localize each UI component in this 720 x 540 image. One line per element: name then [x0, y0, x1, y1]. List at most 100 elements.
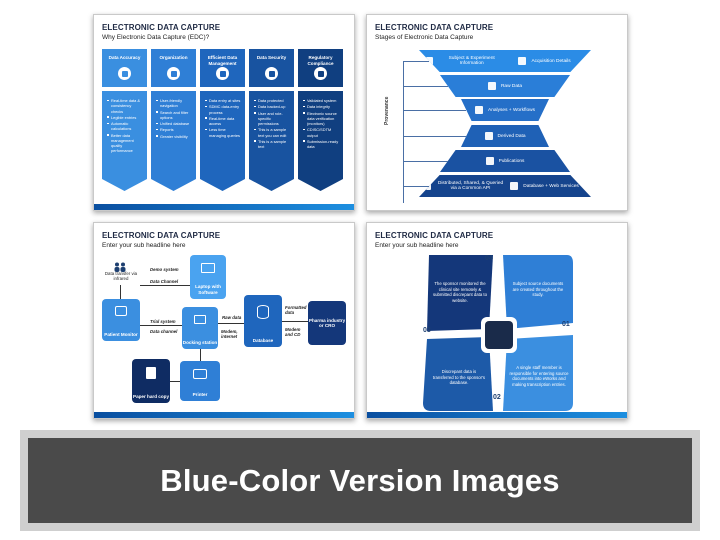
slide-subtitle: Stages of Electronic Data Capture — [375, 34, 474, 41]
document-icon — [314, 67, 327, 80]
cycle-graphic — [423, 255, 573, 411]
list-item: Unified database — [156, 121, 193, 126]
connector — [218, 323, 244, 324]
patient-monitor-box[interactable]: Patient Monitor — [102, 299, 140, 341]
docking-station-label: Docking station — [182, 339, 218, 345]
stage-label: Database + Web Services — [523, 183, 579, 189]
list-item: SDMC data-entry process — [205, 104, 242, 115]
column-header: Regulatory Compliance — [298, 49, 343, 87]
slide-title: ELECTRONIC DATA CAPTURE — [375, 231, 494, 240]
database-label: Database — [252, 337, 274, 343]
quadrant-03-text: Discrepant data is transferred to the sp… — [432, 369, 486, 386]
database-box[interactable]: Database — [244, 295, 282, 347]
number-04: 04 — [485, 255, 493, 262]
column-header: Data Accuracy — [102, 49, 147, 87]
formatted-data-label: Formatted data — [285, 305, 307, 316]
list-item: User and role-specific permissions — [254, 111, 291, 127]
banner: Blue-Color Version Images — [28, 438, 692, 523]
building-icon — [167, 67, 180, 80]
slide-footer-strip — [94, 204, 354, 210]
list-item: Data entry at sites — [205, 98, 242, 103]
stage-label: Acquisition Details — [531, 58, 571, 64]
laptop-software-box[interactable]: Laptop with Software — [190, 255, 226, 299]
stage-bottom[interactable]: Distributed, Shared, & Queried via a Com… — [419, 175, 591, 197]
connector — [282, 321, 308, 322]
column-header: Efficient Data Management — [200, 49, 245, 87]
provenance-tick — [403, 61, 430, 62]
number-03: 03 — [423, 327, 431, 334]
quadrant-02-shape — [503, 335, 573, 411]
gauge-icon — [510, 182, 519, 190]
banner-title: Blue-Color Version Images — [160, 462, 560, 498]
modem-internet-label: Modem, internet — [221, 329, 238, 340]
provenance-tick — [403, 136, 467, 137]
docking-station-box[interactable]: Docking station — [182, 307, 218, 349]
list-item: Greater visibility — [156, 134, 193, 139]
stage-publications[interactable]: Publications — [440, 150, 570, 172]
slide-edc-workflow[interactable]: ELECTRONIC DATA CAPTURE Enter your sub h… — [93, 222, 355, 419]
modem-cd-label: Modem and CD — [285, 327, 301, 338]
slide-edc-stages[interactable]: ELECTRONIC DATA CAPTURE Stages of Electr… — [366, 14, 628, 211]
provenance-label: Provenance — [384, 96, 390, 125]
data-transfer-label: Data transfer via infrared — [104, 271, 138, 282]
raw-data-label: Raw data — [222, 315, 242, 320]
list-item: Submission-ready data — [303, 139, 340, 150]
paper-copy-box[interactable]: Paper hard copy — [132, 359, 170, 403]
data-channel-label-1: Data Channel — [150, 279, 179, 284]
list-item: Data integrity — [303, 104, 340, 109]
list-item: Better data management quality performan… — [107, 133, 144, 154]
data-channel-label-2: Data channel — [150, 329, 178, 334]
laptop-icon — [201, 263, 215, 273]
stage-label: Raw Data — [500, 83, 523, 89]
list-item: CDISC/SDTM output — [303, 127, 340, 138]
stage-derived-data[interactable]: Derived Data — [461, 125, 549, 147]
list-item: Search and filter options — [156, 110, 193, 121]
docking-icon — [194, 315, 206, 324]
patient-monitor-label: Patient Monitor — [104, 331, 138, 337]
quadrant-01-text: Subject source documents are created thr… — [512, 281, 564, 298]
list-item: Automatic calculations — [107, 121, 144, 132]
connector — [120, 285, 121, 299]
slide-edc-why[interactable]: ELECTRONIC DATA CAPTURE Why Electronic D… — [93, 14, 355, 211]
stage-label: Analyses + Workflows — [488, 107, 535, 113]
list-item: Reports — [156, 127, 193, 132]
stage-icon — [487, 82, 496, 90]
column-header-label: Efficient Data Management — [207, 55, 238, 66]
list-item: Less time managing queries — [205, 127, 242, 138]
quadrant-03-shape — [423, 337, 493, 411]
column-header-label: Organization — [159, 55, 188, 60]
provenance-line — [403, 61, 404, 203]
printer-label: Printer — [192, 391, 208, 397]
column-header-label: Data Security — [256, 55, 287, 60]
stage-raw-data[interactable]: Raw Data — [440, 75, 570, 97]
slide-footer-strip — [94, 412, 354, 418]
quadrant-02-text: A single staff member is responsible for… — [509, 365, 569, 387]
connector — [170, 381, 180, 382]
stage-analyses[interactable]: Analyses + Workflows — [461, 99, 549, 121]
gauge-icon — [518, 57, 527, 65]
pharma-box[interactable]: Pharma industry or CRO — [308, 301, 346, 345]
number-01: 01 — [562, 321, 570, 328]
quadrant-01-shape — [503, 255, 573, 329]
list-item: Data protected — [254, 98, 291, 103]
provenance-tick — [403, 110, 467, 111]
quadrant-04-text: The sponsor monitored the clinical site … — [433, 281, 487, 303]
database-icon — [118, 67, 131, 80]
provenance-tick — [403, 186, 430, 187]
number-02: 02 — [493, 394, 501, 401]
demo-system-label: Demo system — [150, 267, 179, 272]
slide-edc-cycle[interactable]: ELECTRONIC DATA CAPTURE Enter your sub h… — [366, 222, 628, 419]
stage-icon — [485, 157, 494, 165]
database-icon — [257, 305, 269, 319]
list-item: Real-time data & consistency checks — [107, 98, 144, 114]
printer-box[interactable]: Printer — [180, 361, 220, 401]
info-icon — [425, 57, 434, 65]
